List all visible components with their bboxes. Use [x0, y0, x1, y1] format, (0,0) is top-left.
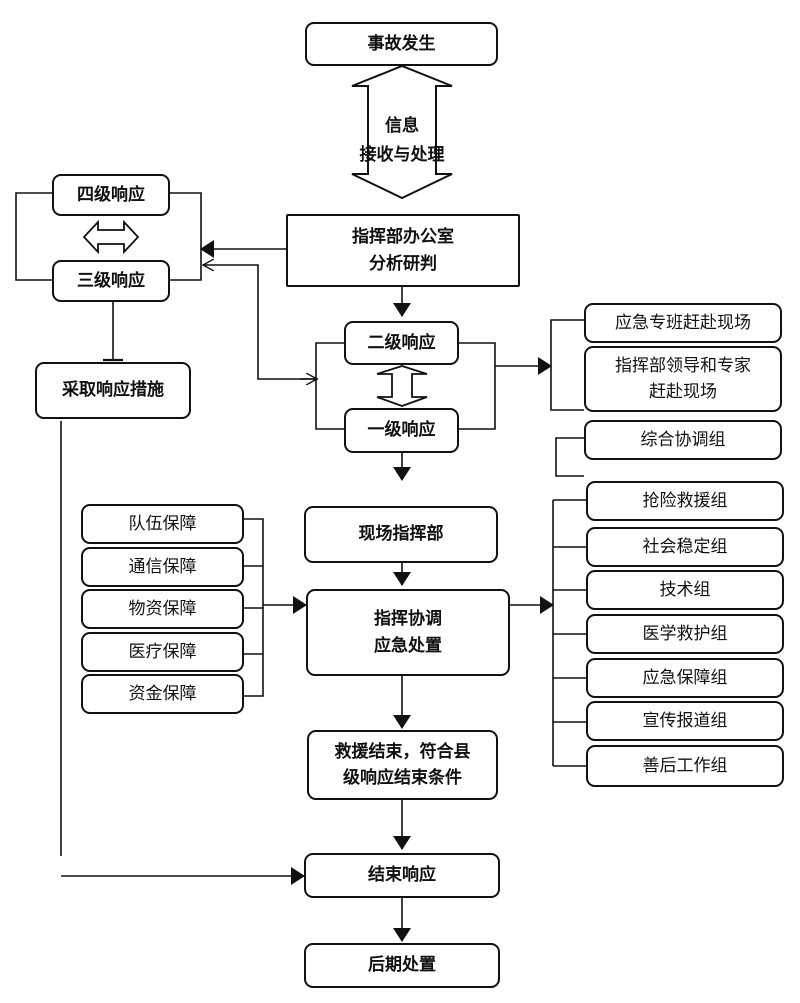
group-medical-rescue: 医学救护组: [586, 614, 784, 654]
aftermath-box: 后期处置: [304, 943, 500, 988]
bracket-onsite: [550, 319, 584, 411]
support-label: 物资保障: [128, 598, 197, 619]
group-label: 医学救护组: [642, 623, 728, 644]
group-label: 应急保障组: [642, 667, 728, 688]
group-publicity: 宣传报道组: [586, 701, 784, 741]
rescue-end-box: 救援结束，符合县 级响应结束条件: [307, 730, 498, 800]
group-label: 抢险救援组: [642, 490, 728, 511]
support-medical: 医疗保障: [81, 632, 244, 672]
coord-disposal-box: 指挥协调 应急处置: [306, 589, 510, 676]
coord-disposal-line1: 指挥协调: [374, 609, 442, 630]
group-rescue: 抢险救援组: [586, 481, 784, 521]
measures-label: 采取响应措施: [62, 380, 164, 401]
end-response-label: 结束响应: [368, 865, 436, 886]
special-team-box: 应急专班赶赴现场: [584, 303, 782, 343]
link-level12-to-level34: [203, 265, 318, 380]
info-label-line1: 信息: [385, 116, 419, 136]
leaders-experts-line1: 指挥部领导和专家: [615, 355, 751, 376]
command-office-line2: 分析研判: [369, 253, 437, 274]
info-label: 信息 接收与处理: [352, 112, 452, 170]
support-label: 资金保障: [128, 683, 197, 704]
support-funding: 资金保障: [81, 674, 244, 714]
group-emergency-support: 应急保障组: [586, 658, 784, 698]
accident-box: 事故发生: [305, 22, 498, 66]
command-office-box: 指挥部办公室 分析研判: [286, 214, 520, 287]
group-aftercare: 善后工作组: [586, 745, 784, 787]
rescue-end-line1: 救援结束，符合县: [334, 741, 471, 762]
double-arrow-level34: [82, 219, 140, 255]
rescue-end-line2: 级响应结束条件: [343, 768, 462, 788]
leaders-experts-line2: 赶赴现场: [649, 382, 717, 402]
accident-label: 事故发生: [367, 33, 436, 54]
measures-box: 采取响应措施: [35, 362, 191, 419]
support-label: 通信保障: [128, 556, 197, 577]
double-arrow-level12: [376, 365, 428, 407]
info-label-line2: 接收与处理: [359, 144, 445, 165]
support-label: 医疗保障: [128, 641, 197, 662]
support-label: 队伍保障: [128, 513, 197, 534]
aftermath-label: 后期处置: [368, 955, 436, 976]
group-label: 社会稳定组: [642, 536, 728, 557]
level3-response-box: 三级响应: [52, 260, 170, 302]
coord-group-label: 综合协调组: [640, 429, 726, 450]
bracket-level12-right: [459, 342, 496, 430]
bracket-level34-left: [15, 192, 56, 281]
group-technical: 技术组: [586, 570, 784, 610]
bracket-coord-group: [555, 437, 584, 477]
special-team-label: 应急专班赶赴现场: [615, 312, 751, 333]
leaders-experts-box: 指挥部领导和专家 赶赴现场: [584, 346, 782, 412]
level4-response-label: 四级响应: [77, 184, 145, 205]
info-block-arrow: [351, 64, 453, 200]
group-social-stability: 社会稳定组: [586, 527, 784, 567]
coord-disposal-line2: 应急处置: [374, 635, 442, 656]
level4-response-box: 四级响应: [52, 174, 170, 216]
level1-response-label: 一级响应: [367, 420, 436, 441]
group-label: 技术组: [659, 579, 711, 600]
support-materials: 物资保障: [81, 589, 244, 629]
coord-group-box: 综合协调组: [584, 420, 782, 460]
level2-response-label: 二级响应: [367, 332, 436, 353]
support-communication: 通信保障: [81, 547, 244, 587]
group-label: 宣传报道组: [642, 710, 728, 731]
field-command-box: 现场指挥部: [304, 506, 498, 563]
level1-response-box: 一级响应: [344, 408, 459, 453]
group-label: 善后工作组: [642, 755, 728, 776]
support-team: 队伍保障: [81, 504, 244, 544]
level3-response-label: 三级响应: [77, 270, 145, 291]
bracket-level12-left: [315, 342, 344, 430]
field-command-label: 现场指挥部: [358, 524, 444, 545]
end-response-box: 结束响应: [304, 853, 500, 898]
command-office-line1: 指挥部办公室: [352, 227, 454, 248]
level2-response-box: 二级响应: [344, 321, 459, 365]
bracket-level34-right: [170, 192, 202, 281]
